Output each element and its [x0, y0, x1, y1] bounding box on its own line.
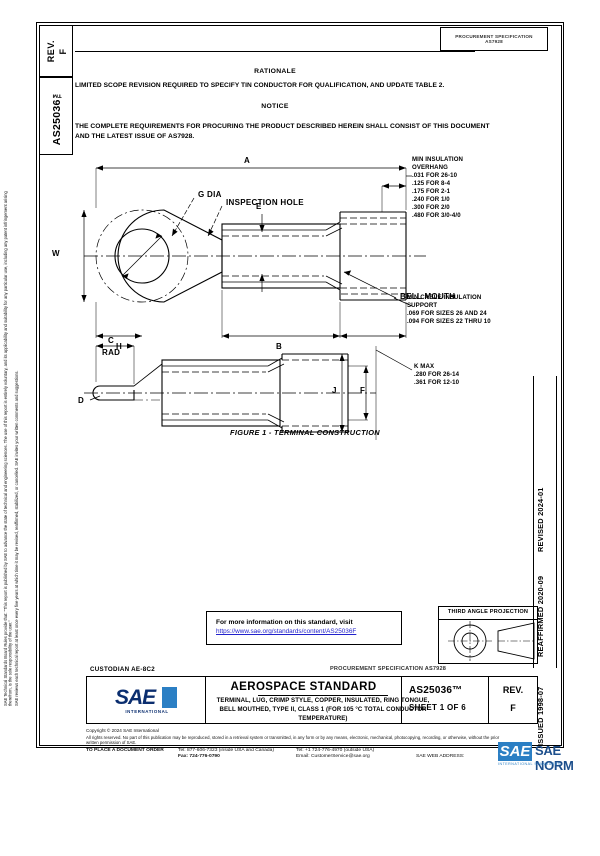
third-angle-projection-rule — [438, 619, 538, 620]
standard-kind-underline — [258, 695, 388, 696]
note-k-max: K MAX .280 FOR 26-14 .361 FOR 12-10 — [414, 363, 524, 387]
note-min-insulation-overhang-title-1: MIN INSULATION — [412, 156, 464, 163]
note-min-insulation-overhang-row-3: .240 FOR 1/0 — [412, 196, 450, 204]
footer-spacer — [86, 754, 178, 759]
note-min-insulation-overhang: MIN INSULATION OVERHANG .031 FOR 26-10 .… — [412, 156, 538, 220]
footer-email: Email: CustomerService@sae.org — [296, 754, 370, 760]
footer-block: Copyright © 2024 SAE International All r… — [86, 728, 506, 759]
revision-history-rule-left — [533, 376, 534, 668]
terminal-construction-svg — [81, 165, 426, 440]
dim-label-b: B — [276, 342, 283, 351]
title-block-number-cell: AS25036™ SHEET 1 OF 6 — [402, 677, 489, 723]
rationale-heading: RATIONALE — [254, 68, 296, 75]
document-number-spine-box: AS25036™ — [38, 76, 73, 155]
legal-margin-text: SAE Technical Standards Board Rules prov… — [3, 186, 32, 706]
header-stamp-box: PROCUREMENT SPECIFICATION AS7928 — [440, 27, 548, 51]
dim-label-j: J — [332, 386, 337, 395]
note-min-insulation-overhang-row-2: .175 FOR 2-1 — [412, 188, 451, 196]
title-block-revision-cell: REV. F — [489, 677, 537, 723]
header-stamp-line-1: PROCUREMENT SPECIFICATION — [455, 34, 533, 39]
standard-url-link[interactable]: https://www.sae.org/standards/content/AS… — [216, 628, 357, 635]
footer-rights: All rights reserved. No part of this pub… — [86, 734, 500, 746]
third-angle-projection-box — [438, 606, 538, 664]
third-angle-projection-title: THIRD ANGLE PROJECTION — [447, 609, 529, 615]
revision-history-rule-right — [556, 376, 557, 668]
dim-label-c-rad: RAD — [102, 348, 121, 357]
dim-label-a: A — [244, 156, 251, 165]
notice-heading: NOTICE — [261, 103, 289, 110]
note-min-cable-insulation-support-title-1: MIN CABLE INSULATION — [407, 294, 482, 301]
sae-logo-subtext: INTERNATIONAL — [125, 709, 169, 714]
dim-label-h: H — [116, 342, 123, 351]
footer-copyright: Copyright © 2024 SAE International — [86, 728, 159, 733]
more-information-box: For more information on this standard, v… — [206, 611, 402, 645]
revision-spine-box: REV. F — [38, 24, 73, 77]
footer-fax-us: Fax: 724-776-0790 — [178, 754, 220, 760]
revision-label: REV. — [502, 685, 524, 695]
title-block: SAE INTERNATIONAL AEROSPACE STANDARD TER… — [86, 676, 538, 724]
revision-history-entry-2: ISSUED 1998-07 — [536, 686, 545, 746]
revision-spine-label: REV. — [45, 40, 56, 63]
legal-margin-line-1: SAE Technical Standards Board Rules prov… — [3, 191, 13, 706]
sae-logo-block — [162, 687, 177, 708]
note-min-insulation-overhang-row-1: .125 FOR 8-4 — [412, 180, 451, 188]
document-number-spine-value: AS25036™ — [50, 87, 63, 146]
sheet-number-value: SHEET 1 OF 6 — [409, 703, 466, 712]
note-min-insulation-overhang-title-2: OVERHANG — [412, 164, 449, 172]
standard-description: TERMINAL, LUG, CRIMP STYLE, COPPER, INSU… — [216, 697, 430, 722]
note-min-cable-insulation-support: MIN CABLE INSULATION SUPPORT .069 FOR SI… — [407, 294, 547, 326]
note-min-cable-insulation-support-row-1: .094 FOR SIZES 22 THRU 10 — [407, 318, 491, 326]
title-block-title-cell: AEROSPACE STANDARD TERMINAL, LUG, CRIMP … — [206, 677, 429, 723]
sae-logo-wordmark: SAE — [115, 686, 156, 709]
sae-norm-watermark-text: SAE NORM — [535, 743, 574, 773]
note-min-insulation-overhang-row-4: .300 FOR 2/0 — [412, 204, 450, 212]
third-angle-projection-symbol-icon — [448, 621, 535, 661]
note-min-cable-insulation-support-title-2: SUPPORT — [407, 302, 438, 310]
sae-norm-watermark: SAE SAE NORM INTERNATIONAL STANDARDS — [498, 742, 596, 773]
note-min-insulation-overhang-row-5: .480 FOR 3/0-4/0 — [412, 212, 461, 220]
dim-label-d: D — [78, 396, 85, 405]
footer-web-label: SAE WEB ADDRESS: — [416, 754, 465, 760]
header-divider-rule — [75, 51, 475, 52]
note-min-cable-insulation-support-row-0: .069 FOR SIZES 26 AND 24 — [407, 310, 487, 318]
note-k-max-title: K MAX — [414, 363, 435, 370]
dim-label-c: C — [108, 336, 115, 345]
figure-caption: FIGURE 1 - TERMINAL CONSTRUCTION — [230, 428, 380, 437]
dim-label-f: F — [360, 386, 366, 395]
sae-norm-watermark-sub: INTERNATIONAL STANDARDS — [498, 762, 561, 766]
standard-kind-title: AEROSPACE STANDARD — [230, 681, 377, 693]
footer-order-row-1: TO PLACE A DOCUMENT ORDER Tel: 877-606-7… — [86, 748, 506, 753]
note-min-insulation-overhang-row-0: .031 FOR 26-10 — [412, 172, 458, 180]
legal-margin-line-2: SAE reviews each technical report at lea… — [14, 370, 19, 706]
notice-text: THE COMPLETE REQUIREMENTS FOR PROCURING … — [75, 123, 490, 140]
dim-label-g-dia: G DIA — [198, 190, 222, 199]
custodian-label: CUSTODIAN AE-8C2 — [90, 666, 155, 673]
revision-value: F — [510, 703, 516, 713]
sae-norm-watermark-mark: SAE — [498, 742, 532, 761]
page-outer-border — [36, 22, 564, 748]
page-inner-border — [38, 24, 562, 746]
note-k-max-row-0: .280 FOR 26-14 — [414, 371, 460, 379]
title-block-logo-cell: SAE INTERNATIONAL — [87, 677, 206, 723]
rationale-text: LIMITED SCOPE REVISION REQUIRED TO SPECI… — [75, 82, 445, 89]
more-information-label: For more information on this standard, v… — [216, 619, 353, 626]
dim-label-e: E — [256, 202, 262, 211]
callout-inspection-hole: INSPECTION HOLE — [226, 198, 304, 207]
figure-1-drawing: A W H B G DIA INSPECTION HOLE E BELL MOU… — [52, 150, 547, 450]
callout-bell-mouth: BELL MOUTH — [400, 292, 456, 301]
footer-tel-us: Tel: 877-606-7323 (inside USA and Canada… — [178, 748, 274, 754]
document-page: REV. F AS25036™ SAE Technical Standards … — [3, 22, 596, 773]
note-k-max-row-1: .361 FOR 12-10 — [414, 379, 460, 387]
header-stamp-line-2: AS7928 — [485, 39, 503, 44]
procurement-spec-label: PROCUREMENT SPECIFICATION AS7928 — [330, 666, 447, 672]
dim-label-w: W — [52, 249, 60, 258]
revision-spine-value: F — [57, 48, 68, 55]
footer-order-label: TO PLACE A DOCUMENT ORDER — [86, 748, 164, 754]
footer-order-row-2: Fax: 724-776-0790 Email: CustomerService… — [86, 754, 506, 759]
footer-tel-intl: Tel: +1 724-776-4970 (outside USA) — [296, 748, 375, 754]
sae-logo-icon: SAE — [115, 686, 177, 709]
document-number-value: AS25036™ — [409, 685, 463, 696]
